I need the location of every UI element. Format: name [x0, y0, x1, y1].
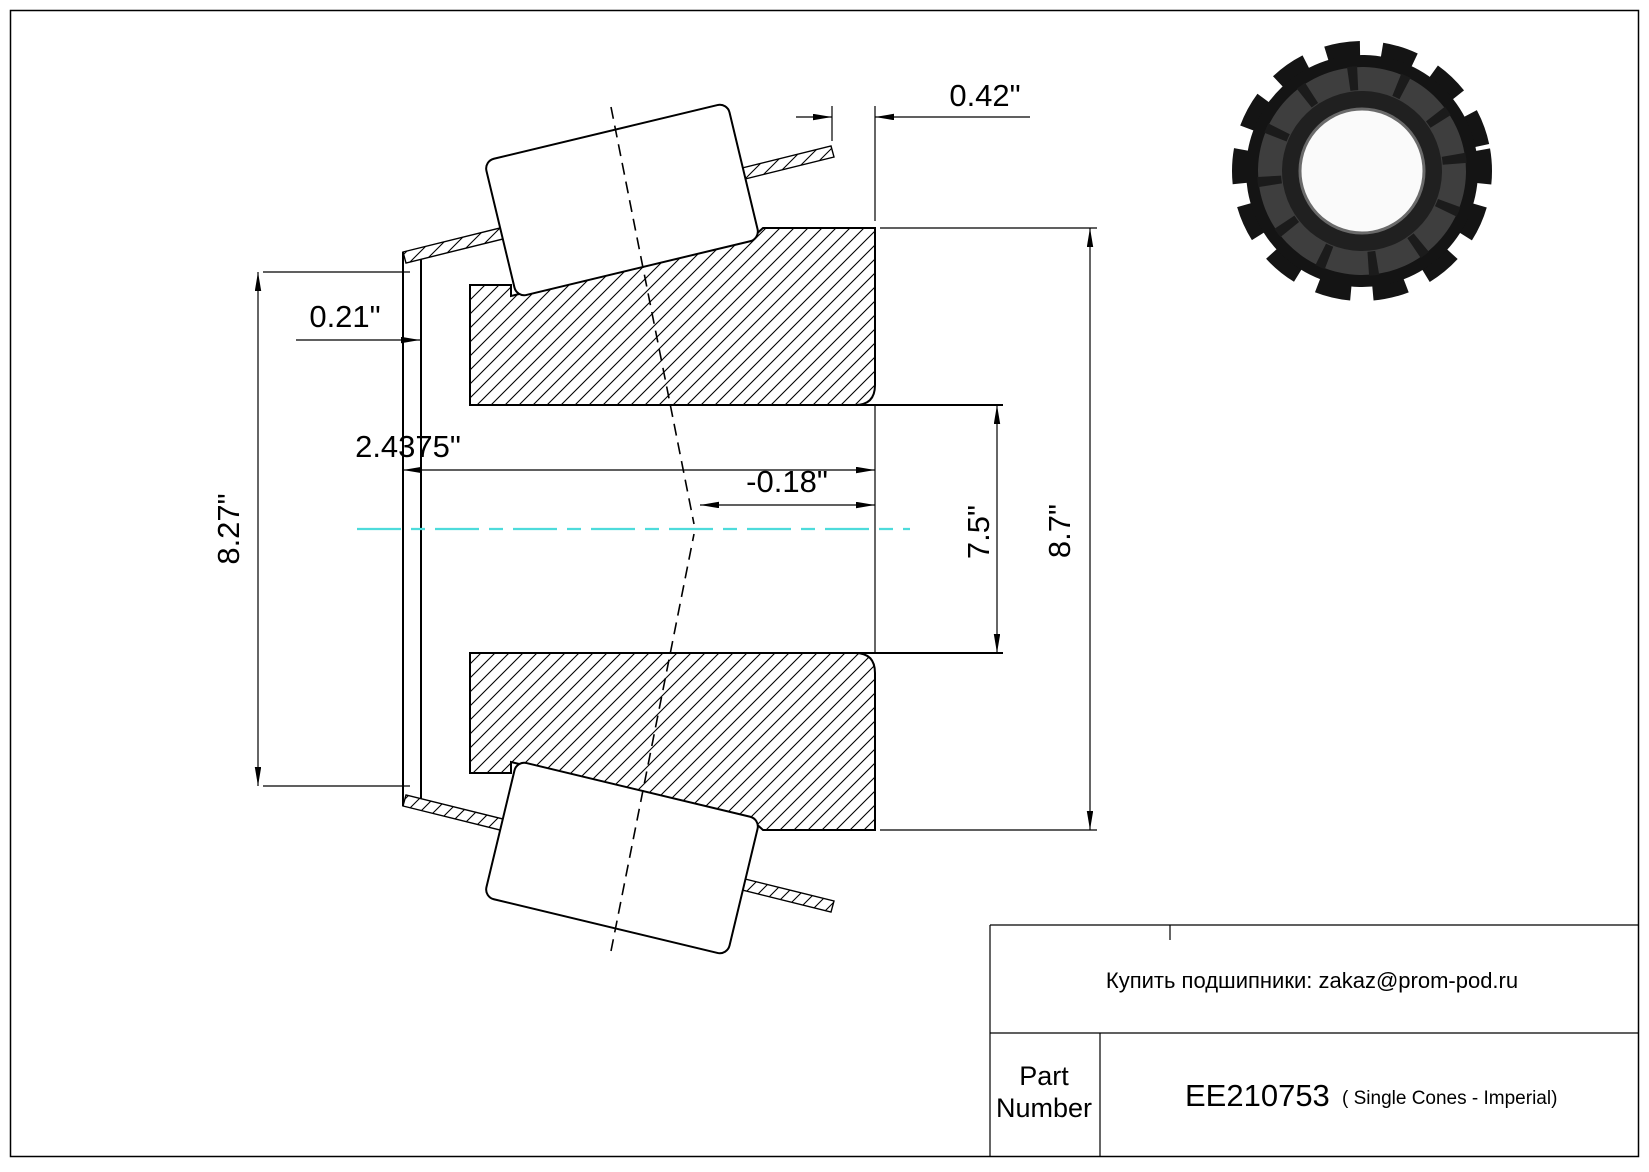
- bearing-photo: [1232, 41, 1492, 301]
- part-number: EE210753: [1185, 1078, 1330, 1113]
- dim-rib-width-label: 0.21": [309, 299, 380, 334]
- dim-apex-offset-label: -0.18": [746, 464, 828, 499]
- dimension-lines: 0.42" 0.21" 8.27" 2.4375" -0.18" 7.5" 8.…: [211, 78, 1097, 831]
- bearing-roller-separators: [1257, 66, 1467, 276]
- title-block: Купить подшипники: zakaz@prom-pod.ru Par…: [989, 924, 1639, 1157]
- part-label-line2: Number: [996, 1093, 1092, 1123]
- part-label-line1: Part: [1019, 1061, 1069, 1091]
- roller-axis-top: [610, 106, 695, 525]
- bearing-outer-bumps: [1232, 41, 1492, 301]
- part-description: ( Single Cones - Imperial): [1342, 1088, 1557, 1109]
- roller-axis-bottom: [610, 533, 695, 952]
- contact-text: Купить подшипники: zakaz@prom-pod.ru: [1106, 968, 1518, 993]
- bearing-bore: [1298, 107, 1426, 235]
- dim-cone-width-label: 2.4375": [355, 429, 461, 464]
- dim-outer-diameter-label: 8.7": [1042, 504, 1077, 558]
- dim-cage-overhang-label: 0.42": [949, 78, 1020, 113]
- dim-cage-diameter-label: 8.27": [211, 493, 246, 564]
- roller-bottom: [485, 761, 759, 955]
- dim-bore-diameter-label: 7.5": [961, 505, 996, 559]
- roller-top: [485, 103, 759, 297]
